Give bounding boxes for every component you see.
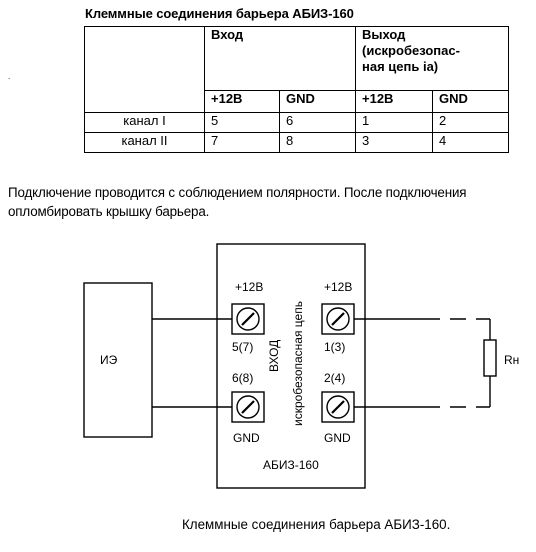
wire-out-bottom (354, 376, 491, 408)
input-header: Вход (204, 26, 356, 91)
load-resistor (483, 339, 497, 377)
out-bottom-number: 2(4) (324, 371, 345, 385)
wire-out-top (354, 318, 491, 340)
row-label: канал II (84, 132, 205, 153)
out-top-number: 1(3) (324, 340, 345, 354)
safe-circuit-label: искробезопасная цепь (291, 301, 305, 426)
figure-caption: Клеммные соединения барьера АБИЗ-160. (182, 517, 451, 532)
stray-mark: . (8, 72, 11, 81)
out-top-label: +12В (324, 280, 352, 294)
paragraph-line-1: Подключение проводится с соблюдением пол… (8, 185, 467, 200)
out-bottom-label: GND (324, 431, 351, 445)
cell: 4 (432, 132, 509, 153)
output-header-line-2: (искробезопас- (362, 43, 460, 58)
input-label: ВХОД (267, 340, 281, 372)
connection-table: Вход Выход (искробезопас- ная цепь ia) +… (84, 26, 509, 153)
terminal-in-bottom (231, 391, 265, 423)
table-row: канал II 7 8 3 4 (84, 132, 509, 153)
output-header-line-1: Выход (362, 27, 406, 42)
ie-device-label: ИЭ (100, 353, 118, 367)
in-bottom-label: GND (233, 431, 260, 445)
in-bottom-number: 6(8) (232, 371, 253, 385)
terminal-out-bottom (321, 391, 355, 423)
subheader-out-12v: +12В (355, 90, 433, 113)
paragraph-line-2: опломбировать крышку барьера. (8, 204, 210, 219)
terminal-out-top (321, 303, 355, 335)
terminal-in-top (231, 303, 265, 335)
table-row: канал I 5 6 1 2 (84, 112, 509, 133)
ie-device-box (83, 282, 153, 438)
instruction-paragraph: Подключение проводится с соблюдением пол… (8, 183, 536, 221)
load-label: Rн (504, 353, 519, 367)
in-top-number: 5(7) (232, 340, 253, 354)
barrier-box (216, 243, 366, 489)
page-title: Клеммные соединения барьера АБИЗ-160 (85, 6, 354, 21)
subheader-out-gnd: GND (432, 90, 509, 113)
in-top-label: +12В (235, 280, 263, 294)
output-header-line-3: ная цепь ia) (362, 59, 439, 74)
barrier-name: АБИЗ-160 (263, 458, 319, 472)
